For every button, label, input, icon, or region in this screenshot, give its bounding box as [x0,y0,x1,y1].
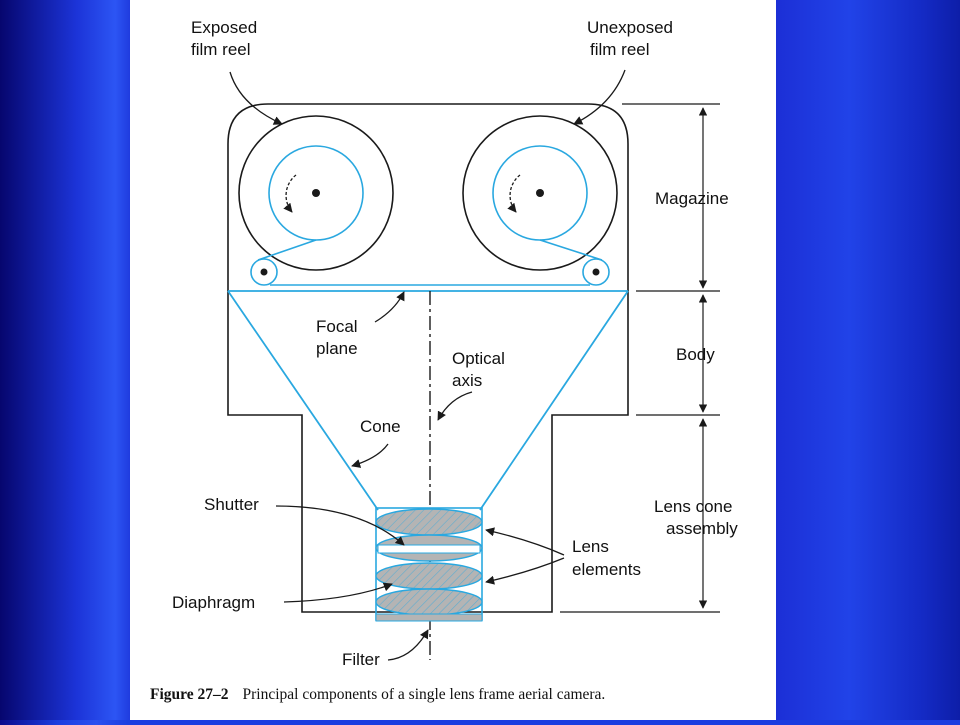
exposed-film-reel [238,115,394,271]
film-rollers [250,258,610,286]
unexposed-film-reel [462,115,618,271]
lens-cone-label-line2: assembly [666,519,738,538]
shutter-label: Shutter [204,495,259,514]
body-label: Body [676,345,715,364]
camera-outline [227,103,629,613]
figure-caption-text: Principal components of a single lens fr… [242,686,606,703]
filter-label: Filter [342,650,380,669]
lens-assembly [375,507,483,622]
figure-panel: Exposed film reel Unexposed film reel Ma… [130,0,776,720]
slide-right-band [776,0,960,720]
cone-lines [227,290,629,511]
figure-caption: Figure 27–2 Principal components of a sin… [150,686,776,704]
magazine-label: Magazine [655,189,729,208]
figure-number: Figure 27–2 [150,686,229,703]
leader-arrows [229,69,626,661]
cone-label: Cone [360,417,401,436]
film-path [257,239,603,286]
lens-cone-label-line1: Lens cone [654,497,732,516]
unexposed-reel-label-line2: film reel [590,40,650,59]
diaphragm-label: Diaphragm [172,593,255,612]
exposed-reel-label-line1: Exposed [191,18,257,37]
exposed-reel-label-line2: film reel [191,40,251,59]
optical-axis-label-line1: Optical [452,349,505,368]
focal-plane-label-line1: Focal [316,317,358,336]
focal-plane-label-line2: plane [316,339,358,358]
unexposed-reel-label-line1: Unexposed [587,18,673,37]
lens-elements-label-line2: elements [572,560,641,579]
optical-axis-label-line2: axis [452,371,482,390]
lens-elements-label-line1: Lens [572,537,609,556]
camera-diagram: Exposed film reel Unexposed film reel Ma… [172,18,738,669]
dimension-scale [560,103,720,613]
